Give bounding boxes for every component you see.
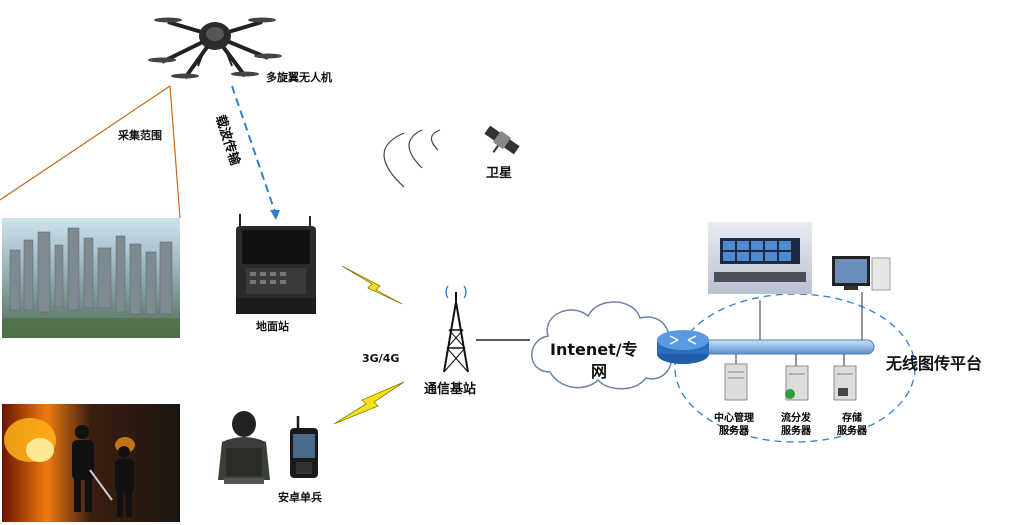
signal-arcs xyxy=(383,129,441,188)
soldier-icon xyxy=(218,411,270,484)
city-aerial-image xyxy=(2,218,180,338)
control-room-image xyxy=(708,222,812,294)
base-station-label: 通信基站 xyxy=(424,382,477,397)
server-management-label-line2: 服务器 xyxy=(719,426,749,437)
carrier-link xyxy=(231,85,276,213)
platform-label: 无线图传平台 xyxy=(886,354,983,373)
server-storage-label: 存储 服务器 xyxy=(822,412,882,438)
server-icon-streaming xyxy=(785,365,809,401)
server-streaming-label: 流分发 服务器 xyxy=(766,412,826,438)
cloud-label-line2: 网 xyxy=(591,362,608,381)
capture-range-label: 采集范围 xyxy=(118,129,162,142)
cloud-label-line1: Intenet/专 xyxy=(550,340,638,359)
capture-range-line-right xyxy=(169,85,181,219)
capture-range-line-left xyxy=(0,85,171,201)
drone-icon xyxy=(148,17,282,80)
server-icon-storage xyxy=(833,365,857,401)
cloud-icon xyxy=(531,301,673,390)
server-streaming-label-line1: 流分发 xyxy=(781,413,811,424)
server-management-label: 中心管理 服务器 xyxy=(704,412,764,438)
server-storage-label-line2: 服务器 xyxy=(837,426,867,437)
phone-icon xyxy=(290,416,318,478)
platform-boundary xyxy=(674,293,916,443)
satellite-label: 卫星 xyxy=(486,166,513,181)
lightning-lower xyxy=(333,381,405,425)
ground-station-icon xyxy=(236,214,316,314)
ground-station-label: 地面站 xyxy=(256,320,289,333)
carrier-link-arrow xyxy=(270,210,280,220)
router-icon xyxy=(657,330,709,364)
satellite-icon xyxy=(484,125,520,155)
network-bus xyxy=(689,339,875,355)
tower-icon xyxy=(443,285,469,373)
server-storage-label-line1: 存储 xyxy=(842,413,862,424)
android-soldier-label: 安卓单兵 xyxy=(278,491,322,504)
drone-label: 多旋翼无人机 xyxy=(266,71,332,84)
firefighter-image xyxy=(2,404,180,522)
server-streaming-label-line2: 服务器 xyxy=(781,426,811,437)
network-3g4g-label: 3G/4G xyxy=(362,352,400,365)
server-icon-management xyxy=(724,363,748,401)
server-management-label-line1: 中心管理 xyxy=(714,413,754,424)
lightning-upper xyxy=(341,265,403,305)
desktop-icon xyxy=(832,256,891,291)
